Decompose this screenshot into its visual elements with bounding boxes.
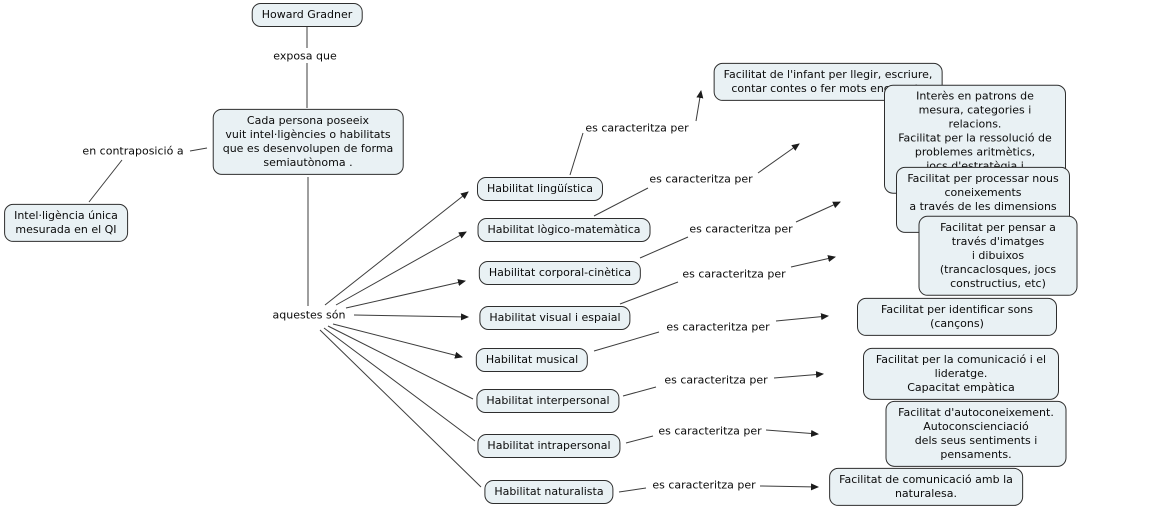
node-claim[interactable]: Cada persona poseeix vuit intel·ligèncie… bbox=[212, 108, 404, 176]
connector-en-contraposicio[interactable]: en contraposició a bbox=[82, 144, 184, 158]
connector-aquestes-son[interactable]: aquestes són bbox=[272, 308, 346, 322]
node-facilitat-identificar-sons[interactable]: Facilitat per identificar sons (cançons) bbox=[857, 297, 1057, 337]
node-habilitat-linguistica[interactable]: Habilitat lingüística bbox=[476, 176, 604, 202]
node-habilitat-naturalista[interactable]: Habilitat naturalista bbox=[484, 479, 614, 505]
node-habilitat-intrapersonal[interactable]: Habilitat intrapersonal bbox=[477, 433, 621, 459]
connector-es-caracteritza-5[interactable]: es caracteritza per bbox=[666, 320, 770, 334]
connector-es-caracteritza-1[interactable]: es caracteritza per bbox=[585, 121, 689, 135]
node-howard-gradner[interactable]: Howard Gradner bbox=[251, 2, 363, 28]
connector-es-caracteritza-3[interactable]: es caracteritza per bbox=[689, 222, 793, 236]
node-habilitat-interpersonal[interactable]: Habilitat interpersonal bbox=[476, 388, 620, 414]
connector-es-caracteritza-6[interactable]: es caracteritza per bbox=[664, 373, 768, 387]
connector-exposa-que[interactable]: exposa que bbox=[273, 49, 337, 63]
connector-es-caracteritza-7[interactable]: es caracteritza per bbox=[658, 424, 762, 438]
connector-es-caracteritza-4[interactable]: es caracteritza per bbox=[682, 267, 786, 281]
node-facilitat-comunicacio-lideratge[interactable]: Facilitat per la comunicació i el lidera… bbox=[863, 347, 1059, 401]
node-habilitat-logico-matematica[interactable]: Habilitat lògico-matemàtica bbox=[477, 217, 651, 243]
node-facilitat-naturalesa[interactable]: Facilitat de comunicació amb la naturale… bbox=[829, 467, 1023, 507]
connector-es-caracteritza-8[interactable]: es caracteritza per bbox=[652, 478, 756, 492]
node-single-intelligence[interactable]: Intel·ligència única mesurada en el QI bbox=[4, 203, 128, 243]
node-habilitat-corporal-cinetica[interactable]: Habilitat corporal-cinètica bbox=[478, 260, 642, 286]
connector-es-caracteritza-2[interactable]: es caracteritza per bbox=[649, 172, 753, 186]
node-facilitat-autoconeixement[interactable]: Facilitat d'autoconeixement. Autoconscie… bbox=[885, 400, 1067, 468]
node-facilitat-pensar-imatges[interactable]: Facilitat per pensar a través d'imatges … bbox=[918, 215, 1078, 297]
node-habilitat-musical[interactable]: Habilitat musical bbox=[475, 347, 589, 373]
node-habilitat-visual-espaial[interactable]: Habilitat visual i espaial bbox=[479, 305, 631, 331]
